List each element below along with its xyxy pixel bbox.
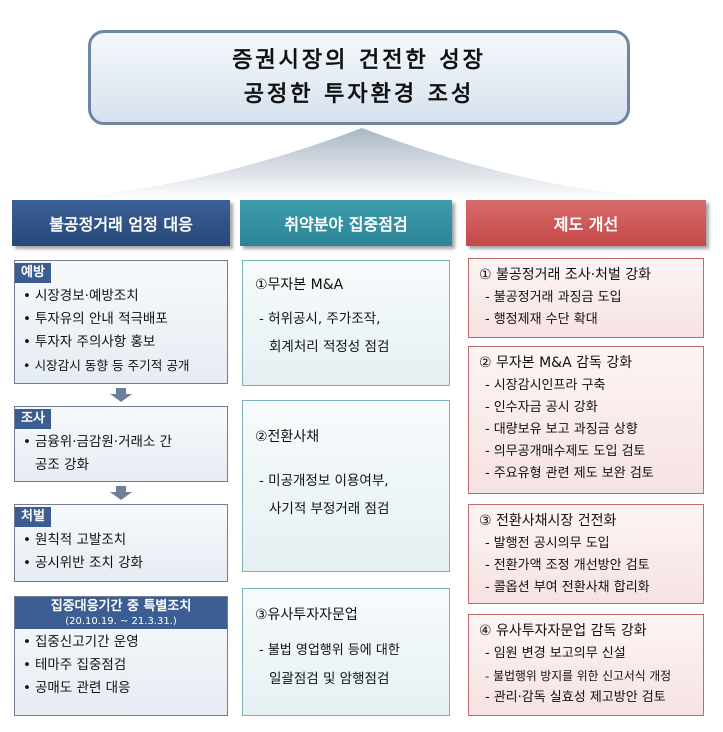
down-arrow-1-head (110, 394, 132, 402)
list-item: -발행전 공시의무 도입 (485, 536, 610, 551)
down-arrow-2 (116, 486, 126, 492)
middle-box-line: 일괄점검 및 암행점검 (269, 671, 390, 687)
middle-box-advisory: ③유사투자자문업 - 불법 영업행위 등에 대한 일괄점검 및 암행점검 (242, 588, 450, 716)
list-item: -불법행위 방지를 위한 신고서식 개정 (485, 669, 672, 683)
right-box-ma: ② 무자본 M&A 감독 강화 -시장감시인프라 구축 -인수자금 공시 강화 … (468, 346, 704, 494)
goal-line-1: 증권시장의 건전한 성장 (232, 47, 486, 73)
list-item: -인수자금 공시 강화 (485, 400, 598, 415)
special-measures-box: 집중대응기간 중 특별조치 (20.10.19. ~ 21.3.31.) •집중… (14, 596, 228, 716)
list-item: -의무공개매수제도 도입 검토 (485, 444, 646, 459)
sanction-box: 처벌 •원칙적 고발조치 •공시위반 조치 강화 (14, 504, 228, 582)
right-box-title: ① 불공정거래 조사·처벌 강화 (479, 267, 652, 283)
right-box-title: ② 무자본 M&A 감독 강화 (479, 355, 633, 371)
list-item: •원칙적 고발조치 (23, 532, 127, 548)
goal-box: 증권시장의 건전한 성장 공정한 투자환경 조성 (88, 30, 630, 125)
list-item: •투자유의 안내 적극배포 (23, 311, 168, 327)
prevention-tag: 예방 (15, 263, 51, 283)
list-item: •금융위·금감원·거래소 간 (23, 434, 173, 450)
list-item: -전환가액 조정 개선방안 검토 (485, 558, 650, 573)
down-arrow-2-head (110, 492, 132, 500)
middle-box-line: 회계처리 적정성 점검 (269, 339, 390, 355)
list-item: -대량보유 보고 과징금 상향 (485, 422, 638, 437)
middle-box-ma: ①무자본 M&A - 허위공시, 주가조작, 회계처리 적정성 점검 (242, 260, 450, 386)
middle-box-line: 사기적 부정거래 점검 (269, 501, 390, 517)
list-item: -임원 변경 보고의무 신설 (485, 646, 626, 661)
goal-line-2: 공정한 투자환경 조성 (243, 81, 475, 107)
list-item: -행정제재 수단 확대 (485, 312, 598, 327)
list-item: -관리·감독 실효성 제고방안 검토 (485, 690, 666, 705)
down-arrow-1 (116, 388, 126, 394)
list-item: -주요유형 관련 제도 보완 검토 (485, 466, 654, 481)
header-right: 제도 개선 (466, 200, 706, 246)
special-measures-tag: 집중대응기간 중 특별조치 (20.10.19. ~ 21.3.31.) (15, 597, 227, 629)
list-item: •시장경보·예방조치 (23, 288, 139, 304)
right-box-title: ④ 유사투자자문업 감독 강화 (479, 623, 647, 639)
middle-box-title: ③유사투자자문업 (255, 607, 358, 623)
special-measures-period: (20.10.19. ~ 21.3.31.) (65, 616, 177, 627)
header-middle: 취약분야 집중점검 (240, 200, 452, 246)
list-item: •공매도 관련 대응 (23, 680, 131, 696)
prevention-box: 예방 •시장경보·예방조치 •투자유의 안내 적극배포 •투자자 주의사항 홍보… (14, 260, 228, 384)
investigation-box: 조사 •금융위·금감원·거래소 간 공조 강화 (14, 406, 228, 482)
list-item: -불공정거래 과징금 도입 (485, 290, 622, 305)
list-item: •테마주 집중점검 (23, 657, 127, 673)
investigation-tag: 조사 (15, 409, 51, 429)
middle-box-line: - 허위공시, 주가조작, (259, 311, 381, 327)
right-box-cb: ③ 전환사채시장 건전화 -발행전 공시의무 도입 -전환가액 조정 개선방안 … (468, 504, 704, 604)
right-box-advisory: ④ 유사투자자문업 감독 강화 -임원 변경 보고의무 신설 -불법행위 방지를… (468, 614, 704, 716)
list-item: •공시위반 조치 강화 (23, 555, 143, 571)
middle-box-title: ②전환사채 (255, 429, 320, 445)
list-item: •집중신고기간 운영 (23, 634, 139, 650)
sanction-tag: 처벌 (15, 507, 51, 527)
list-item: -시장감시인프라 구축 (485, 378, 606, 393)
middle-box-line: - 불법 영업행위 등에 대한 (259, 643, 400, 658)
list-item-cont: 공조 강화 (35, 457, 89, 473)
list-item: •시장감시 동향 등 주기적 공개 (23, 358, 190, 373)
right-box-sanction: ① 불공정거래 조사·처벌 강화 -불공정거래 과징금 도입 -행정제재 수단 … (468, 258, 704, 338)
middle-box-cb: ②전환사채 - 미공개정보 이용여부, 사기적 부정거래 점검 (242, 400, 450, 572)
list-item: -콜옵션 부여 전환사채 합리화 (485, 580, 650, 595)
header-left: 불공정거래 엄정 대응 (12, 200, 230, 246)
right-box-title: ③ 전환사채시장 건전화 (479, 513, 617, 529)
list-item: •투자자 주의사항 홍보 (23, 334, 156, 350)
up-arrow-graphic (40, 128, 683, 200)
middle-box-line: - 미공개정보 이용여부, (259, 473, 389, 489)
middle-box-title: ①무자본 M&A (255, 277, 344, 293)
